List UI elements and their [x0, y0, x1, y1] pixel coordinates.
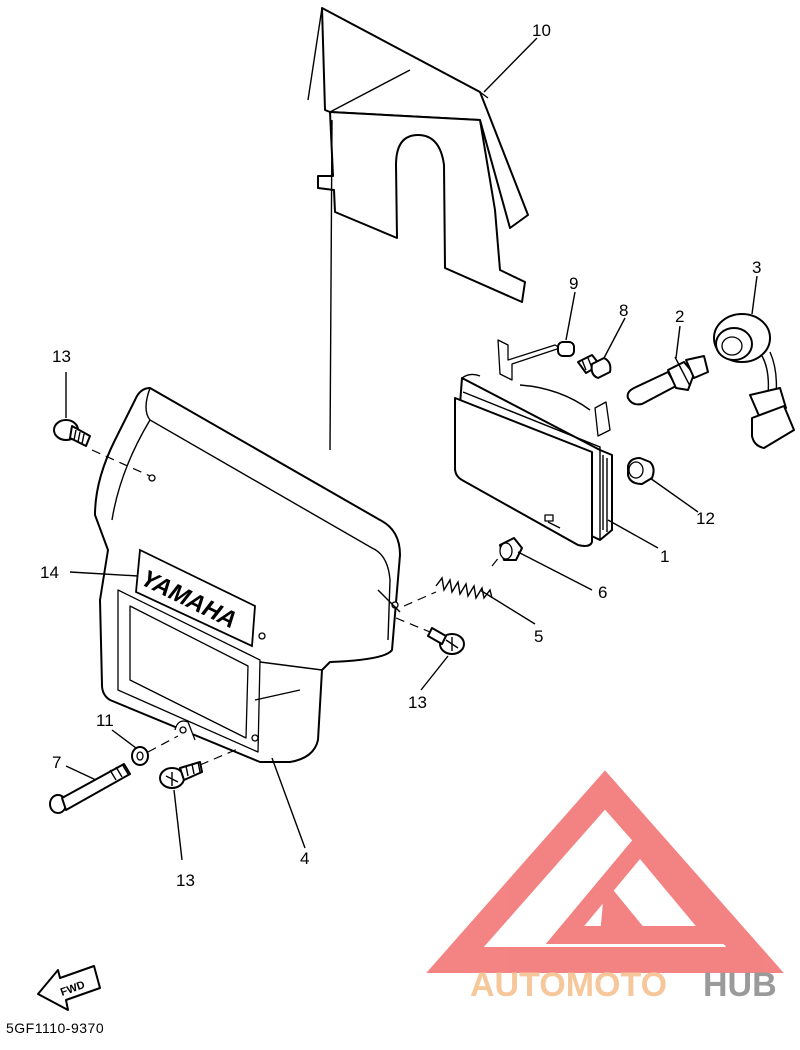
- part-2-bulb: [626, 355, 709, 406]
- part-11-washer: [131, 746, 149, 766]
- part-13-screw-bottom: [159, 761, 203, 789]
- callout-2: 2: [675, 307, 684, 326]
- callout-7: 7: [52, 753, 61, 772]
- leader-lines: [65, 37, 758, 861]
- callout-3: 3: [752, 258, 761, 277]
- part-9-collar: [557, 341, 575, 357]
- guide-line-13a: [91, 449, 151, 477]
- watermark-logo: [426, 770, 784, 973]
- callout-14: 14: [40, 563, 59, 582]
- part-1-headlight-unit: [454, 339, 613, 547]
- part-5-spring: [435, 576, 493, 600]
- callout-9: 9: [569, 274, 578, 293]
- watermark-text-hub: HUB: [703, 966, 777, 1004]
- part-6-nut: [499, 537, 523, 561]
- part-3-socket: [713, 313, 795, 449]
- callout-10: 10: [532, 21, 551, 40]
- callout-6: 6: [598, 583, 607, 602]
- part-12-spacer: [627, 457, 655, 485]
- fwd-arrow-icon: FWD: [37, 965, 101, 1011]
- watermark-text-automoto: AUTOMOTO: [470, 966, 667, 1004]
- callout-12: 12: [696, 509, 715, 528]
- callout-13-top: 13: [52, 347, 71, 366]
- part-13-screw-top-left: [53, 419, 91, 447]
- guide-line-13c: [199, 747, 241, 766]
- diagram-part-code: 5GF1110-9370: [6, 1020, 105, 1036]
- part-4-headlight-cover: [94, 387, 401, 763]
- callout-4: 4: [300, 849, 309, 868]
- callout-13-right: 13: [408, 693, 427, 712]
- guide-line-11: [147, 735, 179, 753]
- callout-11: 11: [96, 711, 114, 730]
- guide-line-bracket: [329, 119, 333, 451]
- part-8-bolt: [577, 354, 612, 379]
- guide-line-13b: [395, 617, 431, 633]
- part-7-bolt: [49, 763, 131, 814]
- callout-8: 8: [619, 301, 628, 320]
- part-13-screw-right: [427, 627, 465, 655]
- callout-13-bottom: 13: [176, 871, 195, 890]
- callout-1: 1: [660, 547, 669, 566]
- guide-line-spring: [403, 591, 437, 607]
- guide-line-6: [491, 555, 501, 567]
- part-10-bracket: [307, 7, 529, 303]
- callout-5: 5: [534, 627, 543, 646]
